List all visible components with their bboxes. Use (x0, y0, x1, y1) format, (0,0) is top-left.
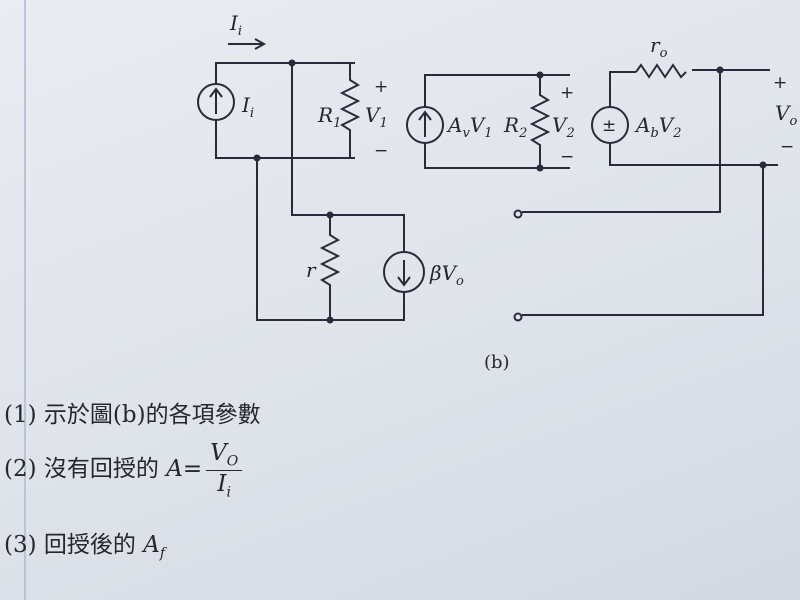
current-arrow-icon (228, 38, 267, 50)
label-AvV1: AvV1 (446, 113, 493, 141)
voltage-source-AbV2 (591, 106, 629, 144)
label-V1: V1 (365, 103, 388, 131)
question-number: (3) (4, 532, 37, 558)
variable-A: A (166, 456, 183, 483)
question-number: (1) (4, 402, 37, 428)
resistor-ro (635, 63, 687, 79)
input-loop-wires (215, 62, 355, 159)
question-number: (2) (4, 456, 37, 483)
open-terminal (513, 209, 523, 219)
label-betaVo: βVo (429, 261, 464, 289)
resistor-R2 (529, 75, 551, 168)
question-text: 示於圖(b)的各項參數 (43, 402, 261, 428)
arrow-up-icon (209, 87, 223, 114)
label-r: r (306, 258, 317, 282)
arrow-up-icon (418, 110, 432, 137)
minus-sign: − (780, 137, 794, 157)
label-ro: ro (650, 33, 668, 61)
plus-sign: + (773, 73, 787, 93)
minus-sign: − (374, 141, 388, 161)
current-source-AvV1 (406, 106, 444, 144)
junction-dots (253, 59, 767, 324)
arrow-down-icon (397, 260, 411, 287)
open-terminal (513, 312, 523, 322)
question-3: (3) 回授後的 Af (4, 525, 165, 562)
label-Vo: Vo (775, 101, 797, 129)
feedback-sampling-wires (522, 70, 764, 316)
page-margin-line (24, 0, 26, 600)
current-source-Ii (197, 83, 235, 121)
label-V2: V2 (552, 113, 575, 141)
equals-sign: = (182, 456, 203, 483)
current-source-betaVo (383, 251, 425, 293)
figure-caption: (b) (484, 352, 510, 373)
label-Ii-arrow: Ii (229, 11, 242, 39)
question-text: 沒有回授的 (43, 456, 159, 483)
plus-sign: + (374, 77, 388, 97)
question-1: (1) 示於圖(b)的各項參數 (4, 395, 261, 429)
label-R1: R1 (317, 103, 341, 131)
feedback-network-wires (256, 63, 405, 321)
label-Ii-source: Ii (241, 93, 254, 121)
output-stage-wires (609, 69, 778, 166)
label-R2: R2 (503, 113, 527, 141)
resistor-R1 (339, 63, 361, 158)
question-text: 回授後的 (43, 532, 136, 558)
variable-Af: Af (143, 532, 166, 562)
resistor-r (319, 215, 341, 320)
label-AbV2: AbV2 (634, 113, 682, 141)
minus-sign: − (560, 147, 574, 167)
plus-minus-icon: ± (602, 116, 616, 136)
middle-stage-wires (424, 74, 570, 169)
plus-sign: + (560, 83, 574, 103)
